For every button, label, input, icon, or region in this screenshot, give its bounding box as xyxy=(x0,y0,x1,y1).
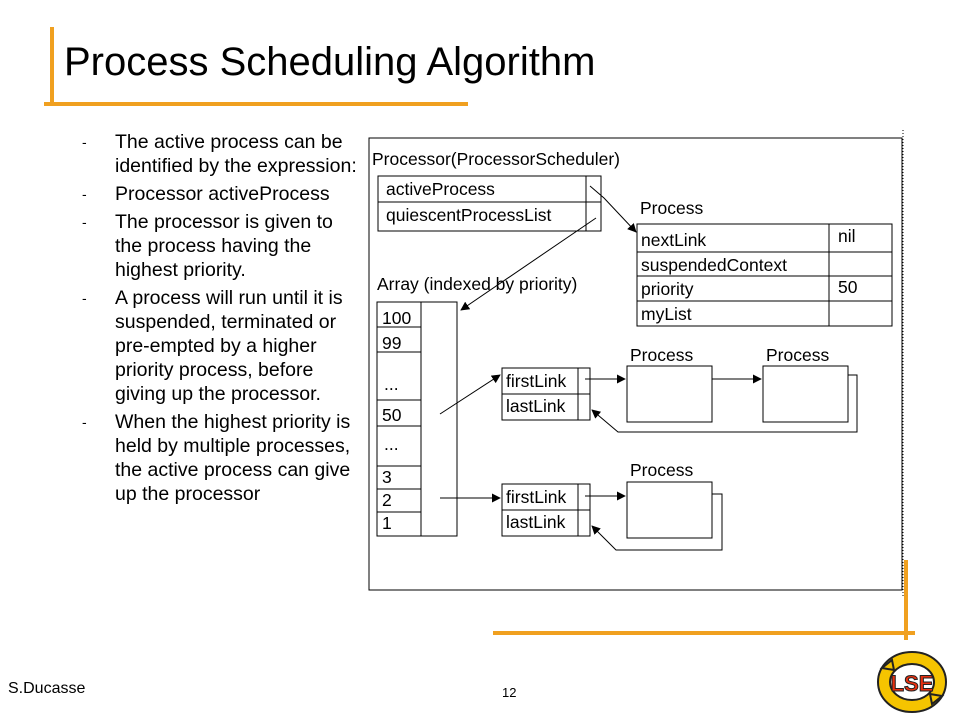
list-field-lastlink-2: lastLink xyxy=(506,512,566,532)
array-cell-ellipsis-2: ... xyxy=(384,434,399,454)
process-field-suspended: suspendedContext xyxy=(641,255,787,275)
bullet-marker: - xyxy=(82,214,87,230)
process-field-priority: priority xyxy=(641,279,694,299)
lse-logo-text: LSE xyxy=(891,671,934,696)
lse-logo-ring xyxy=(876,650,948,714)
bullet-item: - When the highest priority is held by mu… xyxy=(82,410,357,506)
scheduler-diagram: Processor(ProcessorScheduler) activeProc… xyxy=(368,130,904,598)
bullet-marker: - xyxy=(82,134,87,150)
process-label-b: Process xyxy=(766,345,829,365)
accent-rule-bottom xyxy=(493,631,915,635)
bullet-item: - A process will run until it is suspende… xyxy=(82,286,357,406)
diagram-frame xyxy=(368,137,903,591)
arrow-lastlink-back-50 xyxy=(591,374,858,433)
list-field-firstlink-50: firstLink xyxy=(506,371,567,391)
bullet-list: - The active process can be identified by… xyxy=(82,130,357,510)
arrow-priority50-to-list xyxy=(439,374,501,415)
process-field-nextlink: nextLink xyxy=(641,230,706,250)
accent-rule-top xyxy=(44,102,468,106)
page-number: 12 xyxy=(502,685,517,700)
bullet-marker: - xyxy=(82,186,87,202)
array-cell-99: 99 xyxy=(382,333,401,353)
arrow-lastlink-back-2 xyxy=(591,493,723,551)
array-cell-2: 2 xyxy=(382,490,392,510)
process-node-c xyxy=(626,481,713,539)
processor-field-quiescent: quiescentProcessList xyxy=(386,205,551,225)
process-box xyxy=(636,223,893,327)
bullet-marker: - xyxy=(82,414,87,430)
array-box xyxy=(376,301,458,537)
bullet-text: The processor is given to the process ha… xyxy=(115,211,333,281)
bullet-marker: - xyxy=(82,290,87,306)
array-cell-100: 100 xyxy=(382,308,411,328)
list-field-lastlink-50: lastLink xyxy=(506,396,566,416)
array-header: Array (indexed by priority) xyxy=(377,274,577,294)
bullet-item: - Processor activeProcess xyxy=(82,182,357,206)
footer-author: S.Ducasse xyxy=(8,680,86,697)
bullet-text: The active process can be identified by … xyxy=(115,131,357,177)
process-node-b xyxy=(762,365,849,423)
arrow-active-to-process xyxy=(589,185,637,233)
array-cell-50: 50 xyxy=(382,405,402,425)
process-label-c: Process xyxy=(630,460,693,480)
bullet-text: A process will run until it is suspended… xyxy=(115,287,343,405)
list-field-firstlink-2: firstLink xyxy=(506,487,567,507)
processor-header: Processor(ProcessorScheduler) xyxy=(372,149,620,169)
bullet-text: When the highest priority is held by mul… xyxy=(115,411,351,505)
bullet-item: - The active process can be identified by… xyxy=(82,130,357,178)
process-header: Process xyxy=(640,198,703,218)
process-field-mylist: myList xyxy=(641,304,692,324)
slide-title: Process Scheduling Algorithm xyxy=(64,40,596,84)
accent-rule-left xyxy=(50,27,54,105)
processor-box xyxy=(377,175,602,232)
arrow-quiescent-to-array xyxy=(460,217,597,311)
process-node-a xyxy=(626,365,713,423)
processor-field-active: activeProcess xyxy=(386,179,495,199)
array-cell-1: 1 xyxy=(382,513,392,533)
lse-logo: LSE xyxy=(876,650,948,714)
array-cell-3: 3 xyxy=(382,467,392,487)
process-label-a: Process xyxy=(630,345,693,365)
accent-rule-right xyxy=(904,560,908,640)
bullet-item: - The processor is given to the process h… xyxy=(82,210,357,282)
array-cell-ellipsis-1: ... xyxy=(384,374,399,394)
process-value-priority: 50 xyxy=(838,277,858,297)
process-value-nextlink: nil xyxy=(838,226,856,246)
bullet-text: Processor activeProcess xyxy=(115,183,330,205)
